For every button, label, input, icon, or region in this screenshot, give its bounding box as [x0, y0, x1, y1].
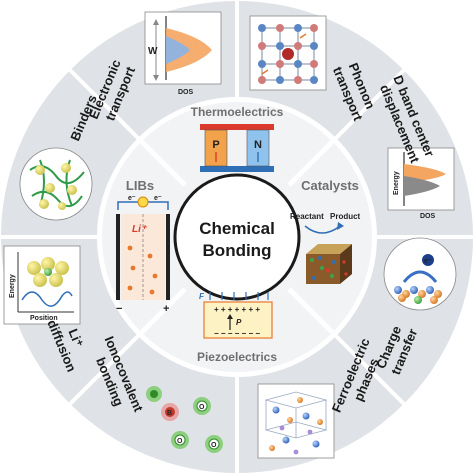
electron-right-label: e⁻ [154, 195, 162, 202]
li-energy-label: Energy [9, 274, 16, 298]
polarization-label: P [236, 318, 242, 327]
piezoelectric-icon: F + + + + + + + − − − − − − − P [199, 292, 273, 339]
piezo-bottom-charges: − − − − − − − [214, 329, 260, 338]
ferroelectric-crystal-icon [257, 383, 335, 459]
oxygen-atom-label-1: O [199, 404, 205, 411]
d-band-dos-label: DOS [420, 213, 436, 220]
electronic-dos-plot-icon: W DOS [144, 11, 222, 96]
bandwidth-label: W [148, 46, 158, 57]
electronic-dos-label: DOS [178, 89, 194, 96]
phonon-lattice-icon [249, 15, 327, 91]
force-label: F [199, 292, 205, 301]
boron-atom-label: B [167, 410, 172, 417]
libs-label: LIBs [126, 178, 154, 193]
oxygen-atom-label-3: O [211, 442, 217, 449]
p-type-label: P [212, 139, 219, 151]
n-type-label: N [254, 139, 262, 151]
d-band-dos-icon: Energy DOS [387, 147, 455, 220]
piezo-top-charges: + + + + + + + [214, 305, 260, 314]
center-circle [173, 173, 301, 301]
piezoelectrics-label: Piezoelectrics [197, 350, 277, 364]
center-title-line2: Bonding [203, 241, 272, 260]
d-band-energy-label: Energy [393, 171, 400, 195]
battery-icon: e⁻ e⁻ Li⁺ − + [116, 195, 170, 315]
ionocovalent-atoms-icon: B O O O [146, 386, 223, 453]
reactant-label: Reactant [290, 212, 324, 221]
catalysts-label: Catalysts [301, 178, 359, 193]
thermoelectrics-label: Thermoelectrics [191, 105, 284, 119]
li-diffusion-energy-icon: Energy Position [3, 245, 81, 325]
charge-electron-label: e⁻ [424, 258, 432, 265]
binder-network-icon [19, 147, 93, 221]
lithium-ion-label: Li⁺ [132, 224, 148, 235]
thermoelectric-module-icon: P N [200, 124, 274, 172]
catalyst-cube-icon [306, 244, 352, 284]
li-position-label: Position [30, 315, 58, 322]
catalyst-reaction-icon: Reactant Product [290, 212, 361, 284]
charge-transfer-icon: e⁻ [383, 237, 457, 311]
electron-left-label: e⁻ [128, 195, 136, 202]
li-diffusion-line1: Li⁺ [65, 327, 86, 350]
oxygen-atom-label-2: O [177, 438, 183, 445]
battery-minus-terminal: − [116, 303, 122, 315]
product-label: Product [330, 212, 361, 221]
center-title-line1: Chemical [199, 219, 275, 238]
inner-dividers [140, 140, 334, 334]
battery-plus-terminal: + [163, 303, 169, 315]
